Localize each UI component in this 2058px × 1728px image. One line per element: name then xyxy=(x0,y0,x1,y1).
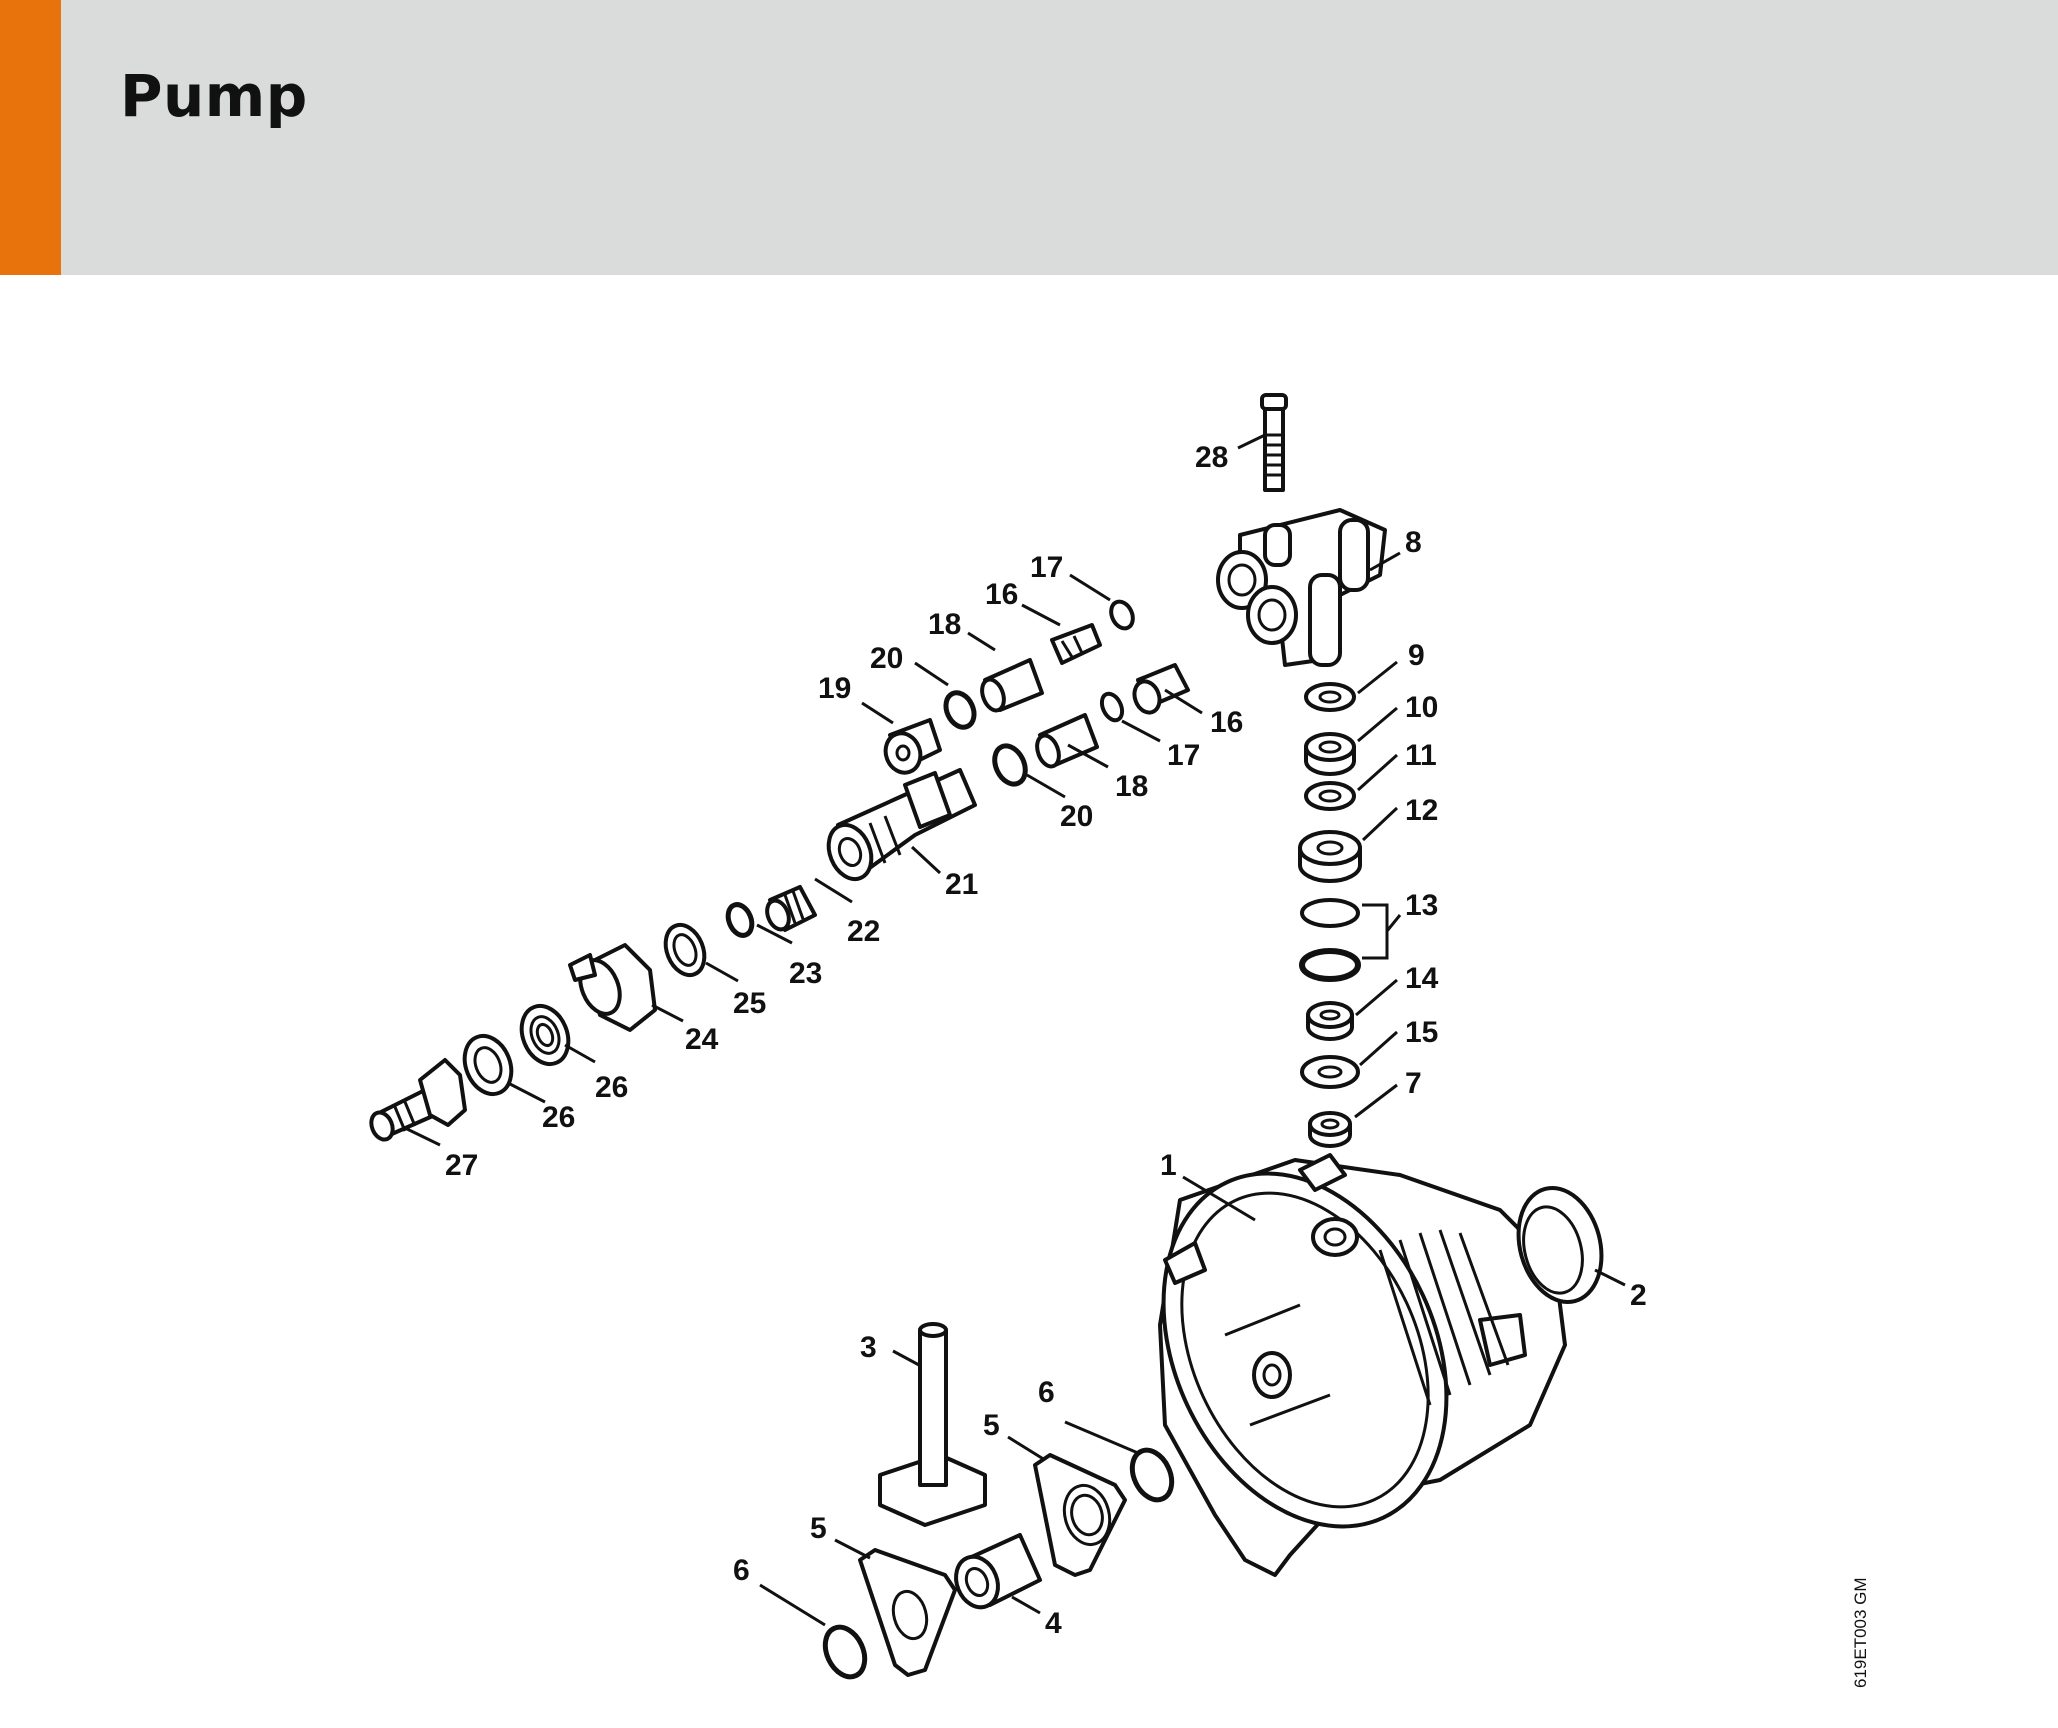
part-10-seal xyxy=(1304,732,1356,776)
part-6-circlip-lower xyxy=(822,1624,868,1680)
label-20: 20 xyxy=(870,642,903,675)
part-24-coupling xyxy=(568,943,657,1032)
label-14: 14 xyxy=(1405,962,1439,995)
label-28: 28 xyxy=(1195,441,1228,474)
part-11-ring xyxy=(1304,781,1356,811)
part-12-seal-housing xyxy=(1298,830,1362,883)
label-7: 7 xyxy=(1405,1067,1422,1100)
label-4: 4 xyxy=(1045,1607,1062,1640)
label-16: 16 xyxy=(985,578,1018,611)
label-5: 5 xyxy=(810,1512,827,1545)
part-19-plug xyxy=(883,718,942,775)
part-22-filter xyxy=(765,885,817,932)
label-21: 21 xyxy=(945,868,978,901)
part-16-valve-lower xyxy=(1132,663,1190,715)
callout-labels: 28 8 17 16 18 20 19 16 17 18 20 21 22 23… xyxy=(445,441,1647,1640)
label-19: 19 xyxy=(818,672,851,705)
label-22: 22 xyxy=(847,915,880,948)
part-20-o-ring-upper xyxy=(943,690,977,730)
part-26-seal-a xyxy=(519,1003,571,1067)
part-4-bushing xyxy=(954,1533,1042,1610)
part-17-o-ring-upper xyxy=(1109,599,1135,631)
part-26-seal-b xyxy=(462,1033,514,1097)
part-17-o-ring-lower xyxy=(1099,691,1125,723)
label-24: 24 xyxy=(685,1023,719,1056)
part-18-valve-cage-upper xyxy=(980,658,1044,713)
label-20: 20 xyxy=(1060,800,1093,833)
label-6: 6 xyxy=(733,1554,750,1587)
label-27: 27 xyxy=(445,1149,478,1182)
label-3: 3 xyxy=(860,1331,877,1364)
part-23-o-ring xyxy=(725,902,755,938)
label-2: 2 xyxy=(1630,1279,1647,1312)
part-16-valve-upper xyxy=(1050,623,1102,665)
label-12: 12 xyxy=(1405,794,1438,827)
part-5-plate-upper xyxy=(1033,1453,1127,1577)
part-8-manifold xyxy=(1216,508,1387,667)
label-26: 26 xyxy=(595,1071,628,1104)
label-9: 9 xyxy=(1408,639,1425,672)
exploded-parts-diagram: 28 8 17 16 18 20 19 16 17 18 20 21 22 23… xyxy=(369,393,1870,1688)
drawing-code: 619ET003 GM xyxy=(1851,1577,1870,1688)
label-17: 17 xyxy=(1030,551,1063,584)
label-5: 5 xyxy=(983,1409,1000,1442)
label-18: 18 xyxy=(928,608,961,641)
part-5-plate-lower xyxy=(858,1548,957,1677)
label-17: 17 xyxy=(1167,739,1200,772)
part-18-valve-cage-lower xyxy=(1035,713,1099,769)
part-1-pump-housing xyxy=(1158,1153,1567,1577)
label-8: 8 xyxy=(1405,526,1422,559)
label-10: 10 xyxy=(1405,691,1438,724)
leader-lines xyxy=(404,433,1626,1627)
part-27-inlet-nipple xyxy=(369,1058,467,1142)
label-26: 26 xyxy=(542,1101,575,1134)
label-16: 16 xyxy=(1210,706,1243,739)
label-18: 18 xyxy=(1115,770,1148,803)
part-2-shaft-seal xyxy=(1516,1186,1604,1304)
label-13: 13 xyxy=(1405,889,1438,922)
label-6: 6 xyxy=(1038,1376,1055,1409)
page-title: Pump xyxy=(120,62,308,130)
part-28-bolt xyxy=(1260,393,1288,492)
part-3-shaft xyxy=(878,1322,987,1527)
part-14-seal xyxy=(1306,1001,1354,1041)
part-21-fitting xyxy=(826,768,977,882)
label-15: 15 xyxy=(1405,1016,1438,1049)
page-header: Pump xyxy=(0,0,2058,275)
part-25-washer xyxy=(663,922,707,978)
part-13-o-rings xyxy=(1299,898,1361,982)
label-23: 23 xyxy=(789,957,822,990)
part-6-circlip-upper xyxy=(1129,1447,1175,1503)
part-20-o-ring-lower xyxy=(992,743,1028,787)
part-9-washer xyxy=(1304,682,1356,712)
label-25: 25 xyxy=(733,987,766,1020)
part-7-seal xyxy=(1308,1111,1352,1148)
label-11: 11 xyxy=(1405,739,1437,772)
label-1: 1 xyxy=(1160,1149,1177,1182)
header-accent-bar xyxy=(0,0,61,275)
part-15-washer xyxy=(1300,1055,1360,1089)
